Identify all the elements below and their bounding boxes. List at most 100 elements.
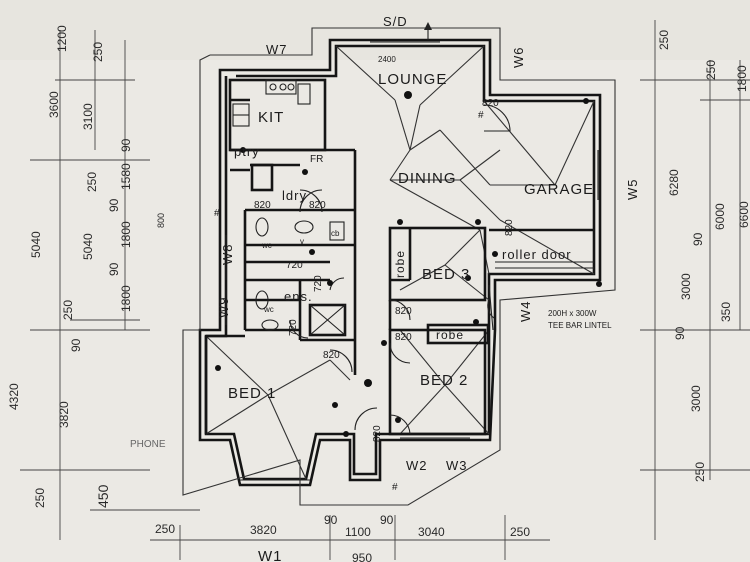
room-ptry: ptry <box>234 144 260 159</box>
dim-left-1800b: 1800 <box>119 285 133 312</box>
dim-left-5040a: 5040 <box>29 231 43 258</box>
roof-hip-lines <box>205 45 595 480</box>
dim-right-1800: 1800 <box>735 65 749 92</box>
dim-right-3000a: 3000 <box>679 273 693 300</box>
room-dining: DINING <box>398 170 457 187</box>
door-swings <box>289 104 511 435</box>
right-dimension-chain <box>640 20 750 540</box>
dim-right-250a: 250 <box>657 30 671 50</box>
note-sd-width: 2400 <box>378 55 396 64</box>
dim-left-250a: 250 <box>91 42 105 62</box>
window-sd: S/D <box>383 14 408 29</box>
door-bed1-820: 820 <box>504 219 515 236</box>
dim-bottom-250b: 250 <box>510 525 530 539</box>
dim-left-250d: 250 <box>33 488 47 508</box>
mark-hash-1: # <box>214 208 220 219</box>
dim-left-4320: 4320 <box>7 383 21 410</box>
dim-right-250c: 250 <box>693 462 707 482</box>
dim-left-250b: 250 <box>85 172 99 192</box>
dim-right-6600: 6600 <box>737 201 750 228</box>
room-fr: FR <box>310 154 323 165</box>
bottom-dimension-chain <box>150 515 550 560</box>
dim-left-3100: 3100 <box>81 103 95 130</box>
room-bed3: BED 3 <box>422 266 470 283</box>
dim-left-1580: 1580 <box>119 163 133 190</box>
room-robe-bed3: robe <box>393 250 407 278</box>
window-marks <box>225 41 599 481</box>
window-w8: W8 <box>220 244 235 266</box>
door-bed2-820: 820 <box>395 332 412 343</box>
dim-left-250c: 250 <box>61 300 75 320</box>
dim-left-90b: 90 <box>107 198 121 212</box>
room-roller-door: roller door <box>502 247 572 262</box>
dim-left-90d: 90 <box>69 338 83 352</box>
room-garage: GARAGE <box>524 181 594 198</box>
left-dimension-chain <box>20 30 200 540</box>
room-ldry: ldry <box>282 188 307 203</box>
roof-outline <box>182 27 616 506</box>
dim-bottom-950: 950 <box>352 551 372 562</box>
window-w5: W5 <box>625 179 640 201</box>
window-w1: W1 <box>258 548 283 562</box>
dim-right-90b: 90 <box>673 326 687 340</box>
note-phone: PHONE <box>130 439 166 450</box>
outer-walls <box>198 38 602 487</box>
dim-bottom-90b: 90 <box>380 513 394 527</box>
door-720c: 720 <box>288 319 299 336</box>
door-bed2-820b: 820 <box>372 425 383 442</box>
dim-left-1800a: 1800 <box>119 221 133 248</box>
room-wc2: wc <box>263 305 274 314</box>
door-lounge-820: 820 <box>482 98 499 109</box>
room-wc1: wc <box>261 241 272 250</box>
arrow-head-icon <box>424 22 432 30</box>
dim-bottom-1100: 1100 <box>345 525 371 539</box>
mark-hash-2: # <box>392 482 398 493</box>
door-ldry-820a: 820 <box>254 200 271 211</box>
door-ens-820: 820 <box>323 350 340 361</box>
dim-bottom-3040: 3040 <box>418 525 445 539</box>
note-lintel2: TEE BAR LINTEL <box>548 321 612 330</box>
dim-left-90c: 90 <box>107 262 121 276</box>
room-kit: KIT <box>258 109 284 126</box>
door-720b: 720 <box>313 275 324 292</box>
dim-left-3820: 3820 <box>57 401 71 428</box>
kitchen-fixtures <box>232 79 311 127</box>
door-720a: 720 <box>286 260 303 271</box>
window-w3: W3 <box>446 458 468 473</box>
door-bed3-820: 820 <box>395 306 412 317</box>
dim-right-3000b: 3000 <box>689 385 703 412</box>
dim-left-1200: 1200 <box>55 25 69 52</box>
dim-right-90a: 90 <box>691 232 705 246</box>
dim-right-6000: 6000 <box>713 203 727 230</box>
dim-left-800: 800 <box>156 213 166 228</box>
dim-left-450: 450 <box>95 484 111 508</box>
window-w2: W2 <box>406 458 428 473</box>
dim-right-350: 350 <box>719 302 733 322</box>
door-ldry-820b: 820 <box>309 200 326 211</box>
bathroom-fixtures <box>255 217 345 331</box>
dim-bottom-90a: 90 <box>324 513 338 527</box>
room-bed1: BED 1 <box>228 385 276 402</box>
mark-hash-3: # <box>478 110 484 121</box>
room-lounge: LOUNGE <box>378 71 447 88</box>
note-lintel: 200H x 300W <box>548 309 597 318</box>
dim-bottom-3820: 3820 <box>250 523 277 537</box>
paper-shadow <box>0 0 750 60</box>
room-ens: ens. <box>284 289 313 304</box>
dim-bottom-250a: 250 <box>155 522 175 536</box>
room-bed2: BED 2 <box>420 372 468 389</box>
dim-left-90a: 90 <box>119 138 133 152</box>
window-w4: W4 <box>518 301 533 323</box>
electrical-points <box>215 91 602 437</box>
room-robe-bed2: robe <box>436 328 464 342</box>
room-cb: cb <box>331 229 340 238</box>
dim-left-5040b: 5040 <box>81 233 95 260</box>
dim-right-250b: 250 <box>704 60 718 80</box>
room-v: v <box>300 237 304 246</box>
window-w7: W7 <box>266 42 288 57</box>
window-w9: W9 <box>216 297 231 319</box>
dim-left-3600: 3600 <box>47 91 61 118</box>
window-w6: W6 <box>511 47 526 69</box>
